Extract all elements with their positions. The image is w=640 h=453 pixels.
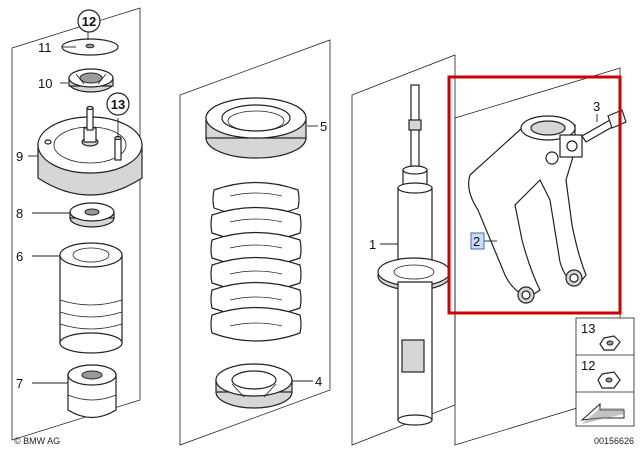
nut-12-icon — [597, 371, 621, 389]
coil-spring[interactable] — [210, 181, 302, 342]
part-7-bump-stop[interactable] — [67, 364, 117, 419]
copyright-text: © BMW AG — [14, 436, 60, 446]
leader-lines — [28, 30, 598, 384]
callout-1[interactable]: 1 — [369, 237, 376, 252]
callout-8[interactable]: 8 — [16, 206, 23, 221]
part-8-washer[interactable] — [69, 202, 115, 228]
callout-12-circle — [77, 9, 101, 33]
callout-2[interactable]: 2 — [473, 234, 480, 249]
highlight-box — [447, 75, 622, 315]
legend-12-label: 12 — [581, 358, 595, 373]
callout-9[interactable]: 9 — [16, 149, 23, 164]
callout-12[interactable]: 12 — [82, 14, 96, 29]
part-6-boot[interactable] — [59, 242, 123, 354]
part-10-bearing[interactable] — [68, 68, 114, 93]
callout-5[interactable]: 5 — [320, 119, 327, 134]
arrow-icon — [580, 402, 625, 424]
diagram-id: 00156626 — [594, 436, 634, 446]
callout-4[interactable]: 4 — [315, 374, 322, 389]
callout-13-circle — [106, 92, 130, 116]
callout-6[interactable]: 6 — [16, 249, 23, 264]
callout-13[interactable]: 13 — [111, 97, 125, 112]
part-4-spring-pad[interactable] — [215, 363, 293, 409]
callout-7[interactable]: 7 — [16, 376, 23, 391]
legend-13-label: 13 — [581, 321, 595, 336]
callout-11[interactable]: 11 — [38, 40, 52, 55]
callout-10[interactable]: 10 — [38, 76, 52, 91]
nut-13-icon — [599, 335, 621, 351]
part-5-spring-seat[interactable] — [205, 97, 307, 159]
callout-2-highlight — [470, 232, 485, 250]
part-2-fork[interactable] — [468, 115, 587, 304]
callout-3[interactable]: 3 — [593, 99, 600, 114]
part-1-strut[interactable] — [377, 84, 451, 426]
